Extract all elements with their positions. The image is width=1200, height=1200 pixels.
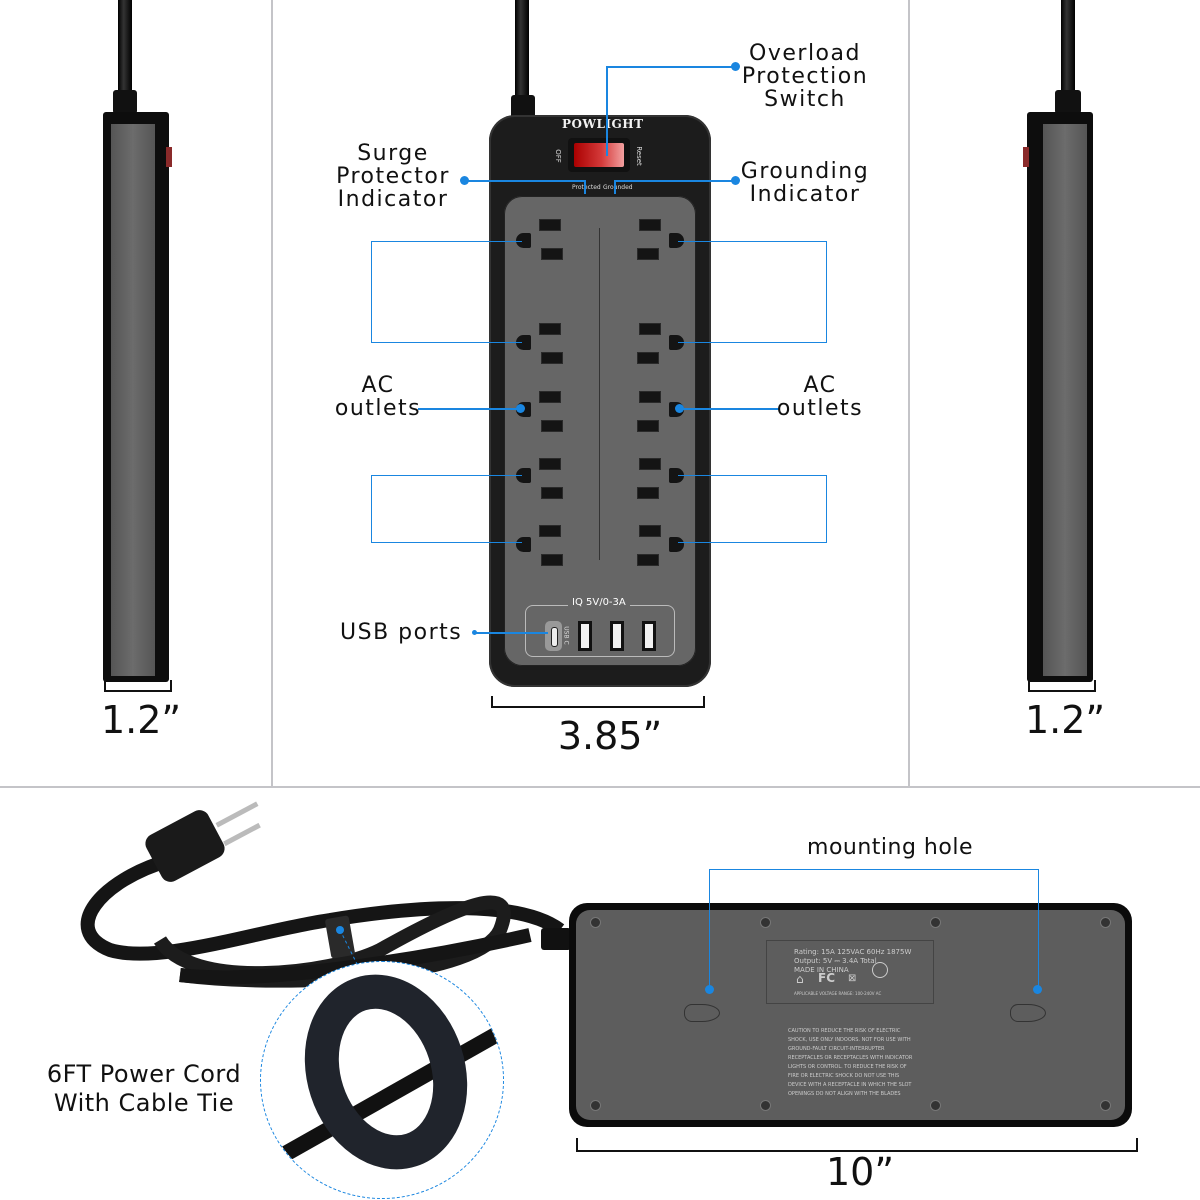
callout-line	[464, 180, 584, 182]
screw-icon	[590, 1100, 601, 1111]
ac-left-bracket-top	[371, 241, 522, 343]
power-cord	[515, 0, 529, 100]
brand-logo: POWLIGHT	[562, 117, 644, 131]
screw-icon	[590, 917, 601, 928]
dimension-bracket	[576, 1138, 1138, 1152]
callout-dot	[731, 62, 740, 71]
ac-outlets-right-callout: AC outlets	[776, 373, 864, 421]
cord-strain-relief	[113, 90, 137, 114]
surge-indicator-callout: Surge Protector Indicator	[336, 141, 450, 212]
ground-hole-icon	[516, 537, 531, 552]
panel-divider-left	[271, 0, 273, 787]
grounded-label: Grounded	[603, 184, 633, 191]
ac-right-bracket-top	[678, 241, 827, 343]
side-depth-dimension: 1.2”	[100, 698, 182, 742]
ground-hole-icon	[669, 537, 684, 552]
callout-dot	[731, 176, 740, 185]
dimension-bracket	[491, 696, 705, 708]
voltage-range-line: APPLICABLE VOLTAGE RANGE: 100-240V AC	[794, 991, 882, 996]
usb-a-port-1[interactable]	[578, 621, 592, 651]
callout-line	[606, 66, 736, 68]
ac-left-bracket-bottom	[371, 475, 522, 543]
callout-line	[476, 632, 548, 634]
callout-line	[680, 408, 780, 410]
callout-line	[584, 180, 586, 194]
callout-line	[614, 180, 734, 182]
ground-hole-icon	[669, 335, 684, 350]
grounding-indicator-callout: Grounding Indicator	[740, 159, 870, 207]
side-depth-dimension: 1.2”	[1024, 698, 1106, 742]
cord-strain-relief	[1055, 90, 1081, 114]
callout-line	[606, 66, 608, 156]
power-cord-callout: 6FT Power Cord With Cable Tie	[46, 1060, 242, 1117]
panel-divider-horizontal	[0, 786, 1200, 788]
callout-dot	[705, 985, 714, 994]
overload-switch-callout: Overload Protection Switch	[741, 41, 869, 112]
weee-bin-icon: ⊠	[848, 973, 857, 984]
usb-c-port[interactable]	[545, 621, 562, 651]
cable-tie-icon	[267, 974, 503, 1170]
mounting-hole-right[interactable]	[1010, 1004, 1046, 1022]
callout-line	[418, 408, 520, 410]
front-width-dimension: 3.85”	[557, 714, 663, 758]
rating-label-plate	[766, 940, 934, 1004]
cord-strain-relief	[541, 928, 571, 950]
strip-side-face	[111, 124, 155, 676]
screw-icon	[930, 1100, 941, 1111]
output-line: Output: 5V ⎓ 3.4A Total	[794, 957, 877, 965]
callout-dot	[516, 404, 525, 413]
ac-right-bracket-bottom	[678, 475, 827, 543]
mounting-hole-bracket	[709, 869, 1039, 990]
dimension-bracket	[104, 680, 172, 692]
panel-center-line	[599, 228, 600, 560]
cable-tie-zoom-circle	[260, 961, 504, 1199]
usb-ports-callout: USB ports	[340, 620, 463, 645]
switch-off-label: OFF	[553, 149, 562, 163]
length-dimension: 10”	[825, 1150, 895, 1194]
power-cord	[1061, 0, 1075, 95]
etl-icon	[872, 962, 888, 978]
mounting-hole-callout: mounting hole	[807, 835, 973, 860]
screw-icon	[1100, 917, 1111, 928]
mounting-hole-left[interactable]	[684, 1004, 720, 1022]
ac-outlets-left-callout: AC outlets	[334, 373, 422, 421]
callout-dot	[1033, 985, 1042, 994]
screw-icon	[1100, 1100, 1111, 1111]
origin-line: MADE IN CHINA	[794, 966, 849, 974]
home-icon: ⌂	[796, 972, 804, 986]
ground-hole-icon	[516, 468, 531, 483]
caution-text: CAUTION TO REDUCE THE RISK OF ELECTRIC S…	[788, 1028, 913, 1097]
screw-icon	[930, 917, 941, 928]
callout-dot	[472, 630, 477, 635]
ground-hole-icon	[669, 468, 684, 483]
rating-line: Rating: 15A 125VAC 60Hz 1875W	[794, 948, 912, 956]
protected-label: Protected	[572, 184, 601, 191]
callout-line	[614, 180, 616, 194]
switch-side-icon	[1023, 147, 1029, 167]
screw-icon	[760, 917, 771, 928]
usb-c-label: USB C	[562, 626, 570, 645]
callout-dot	[675, 404, 684, 413]
panel-divider-right	[908, 0, 910, 787]
ground-hole-icon	[669, 233, 684, 248]
outlet-panel	[504, 196, 696, 666]
overload-protection-switch[interactable]	[574, 143, 624, 167]
ground-hole-icon	[516, 335, 531, 350]
dimension-bracket	[1028, 680, 1096, 692]
switch-side-icon	[166, 147, 172, 167]
usb-rating-label: IQ 5V/0-3A	[568, 597, 630, 608]
fcc-icon: FC	[818, 971, 836, 985]
strip-side-face	[1043, 124, 1087, 676]
usb-a-port-3[interactable]	[642, 621, 656, 651]
ground-hole-icon	[516, 233, 531, 248]
power-cord	[118, 0, 132, 95]
usb-a-port-2[interactable]	[610, 621, 624, 651]
screw-icon	[760, 1100, 771, 1111]
switch-reset-label: Reset	[634, 146, 643, 166]
